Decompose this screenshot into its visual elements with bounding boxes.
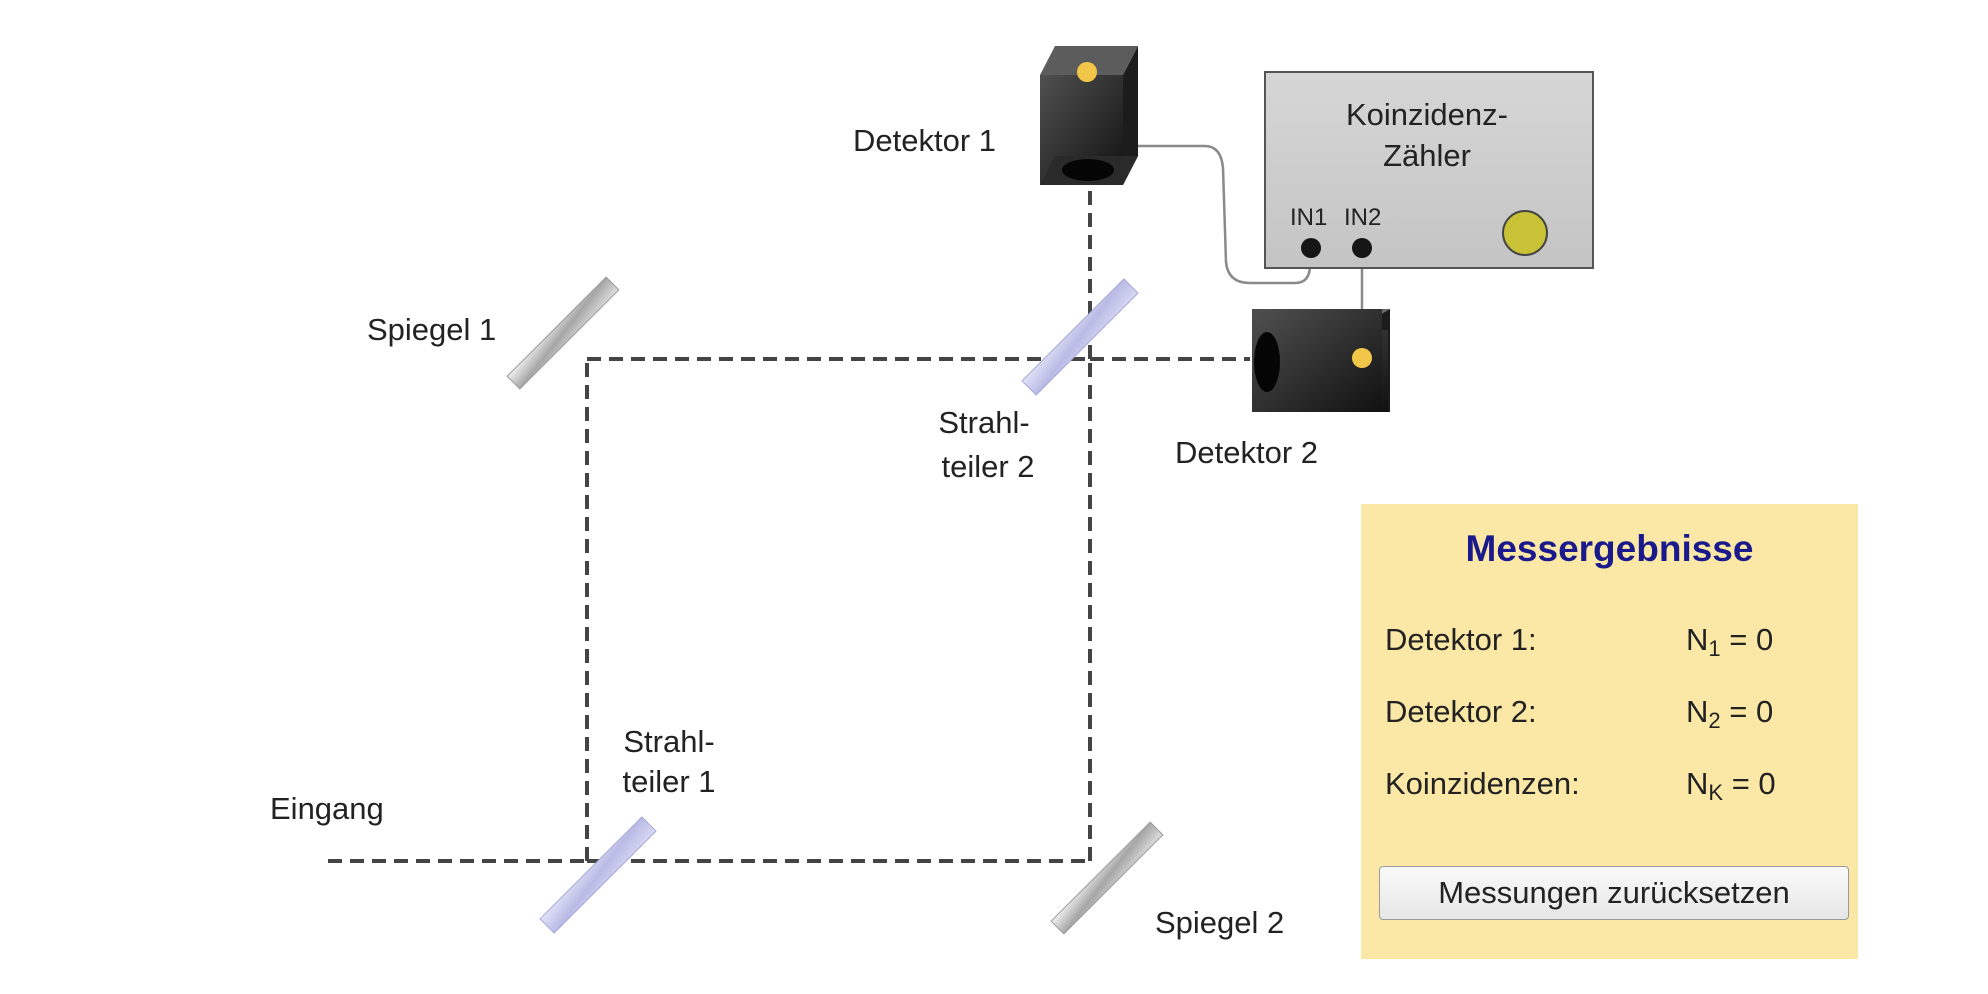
result-subscript: 1	[1708, 636, 1721, 661]
counter-title-line-1: Koinzidenz-	[1346, 97, 1508, 132]
result-count: = 0	[1729, 694, 1774, 729]
coincidence-counter-icon: Koinzidenz- Zähler IN1 IN2	[1264, 71, 1594, 269]
result-count: = 0	[1729, 622, 1774, 657]
spiegel-2	[1050, 821, 1164, 935]
counter-input-2-jack	[1352, 238, 1372, 258]
result-value-koinzidenzen: NK = 0	[1686, 766, 1776, 806]
result-subscript: K	[1708, 780, 1724, 805]
strahlteiler-1-label-line-1: Strahl-	[623, 724, 714, 759]
strahlteiler-2-label-line-1: Strahl-	[938, 405, 1029, 440]
cable-detektor-1	[1138, 144, 1312, 285]
result-label-detektor-2: Detektor 2:	[1385, 694, 1537, 729]
strahlteiler-1	[539, 816, 657, 934]
detektor-2-label: Detektor 2	[1175, 435, 1318, 470]
photodetector-icon	[1040, 46, 1138, 185]
result-count: = 0	[1731, 766, 1776, 801]
spiegel-1	[506, 276, 620, 390]
spiegel-1-label: Spiegel 1	[367, 312, 496, 347]
photodetector-icon	[1252, 309, 1390, 412]
result-label-koinzidenzen: Koinzidenzen:	[1385, 766, 1580, 801]
spiegel-2-label: Spiegel 2	[1155, 905, 1284, 940]
strahlteiler-2-label-line-2: teiler 2	[941, 449, 1034, 484]
result-symbol: N	[1686, 622, 1709, 657]
eingang-label: Eingang	[270, 791, 384, 826]
result-symbol: N	[1686, 766, 1709, 801]
beam-paths	[328, 182, 1250, 863]
counter-input-1-label: IN1	[1290, 204, 1327, 231]
detektor-1-label: Detektor 1	[853, 123, 996, 158]
result-symbol: N	[1686, 694, 1709, 729]
results-panel: Messergebnisse Detektor 1: N1 = 0 Detekt…	[1361, 504, 1858, 959]
counter-input-1-jack	[1301, 238, 1321, 258]
result-value-detektor-2: N2 = 0	[1686, 694, 1773, 734]
counter-input-2-label: IN2	[1344, 204, 1381, 231]
reset-measurements-button[interactable]: Messungen zurücksetzen	[1379, 866, 1849, 920]
strahlteiler-2	[1021, 278, 1139, 396]
result-value-detektor-1: N1 = 0	[1686, 622, 1773, 662]
result-subscript: 2	[1708, 708, 1721, 733]
counter-title-line-2: Zähler	[1383, 138, 1471, 173]
results-title: Messergebnisse	[1465, 528, 1754, 569]
strahlteiler-1-label-line-2: teiler 1	[622, 764, 715, 799]
counter-indicator-lamp	[1502, 210, 1548, 256]
result-label-detektor-1: Detektor 1:	[1385, 622, 1537, 657]
